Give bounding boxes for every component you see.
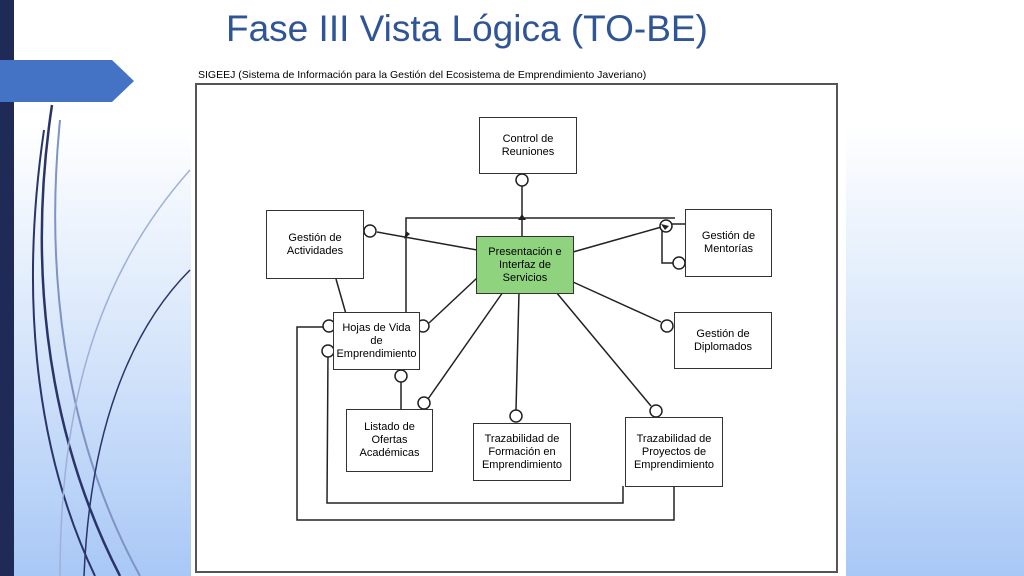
decorative-curves	[31, 104, 191, 576]
connector-lines	[296, 173, 686, 521]
component-gestion-actividades: Gestión de Actividades	[266, 210, 364, 279]
component-label: Listado de Ofertas Académicas	[359, 421, 420, 459]
component-label: Hojas de Vida de Emprendimiento	[336, 321, 417, 360]
component-label: Trazabilidad de Proyectos de Emprendimie…	[633, 432, 715, 471]
system-label: SIGEEJ (Sistema de Información para la G…	[198, 69, 647, 81]
component-label: Gestión de Actividades	[286, 231, 344, 257]
component-gestion-diplomados: Gestión de Diplomados	[674, 312, 772, 369]
title-arrow-tab	[0, 60, 134, 102]
component-hojas-vida: Hojas de Vida de Emprendimiento	[333, 312, 420, 370]
component-label: Presentación e Interfaz de Servicios	[488, 245, 562, 284]
component-label: Gestión de Mentorías	[701, 230, 756, 255]
component-label: Control de Reuniones	[501, 132, 555, 158]
component-label: Trazabilidad de Formación en Emprendimie…	[481, 432, 563, 471]
component-gestion-mentorias: Gestión de Mentorías	[685, 209, 772, 277]
component-control-reuniones: Control de Reuniones	[479, 117, 577, 174]
system-boundary	[195, 83, 838, 573]
component-label: Gestión de Diplomados	[693, 327, 753, 353]
left-accent-bar	[0, 0, 14, 576]
component-trazabilidad-formacion: Trazabilidad de Formación en Emprendimie…	[473, 423, 571, 481]
component-presentacion-interfaz: Presentación e Interfaz de Servicios	[476, 236, 574, 294]
slide-title: Fase III Vista Lógica (TO-BE)	[226, 8, 708, 49]
component-trazabilidad-proyectos: Trazabilidad de Proyectos de Emprendimie…	[625, 417, 723, 487]
component-listado-ofertas: Listado de Ofertas Académicas	[346, 409, 433, 472]
logical-view-diagram: SIGEEJ (Sistema de Información para la G…	[191, 66, 846, 576]
